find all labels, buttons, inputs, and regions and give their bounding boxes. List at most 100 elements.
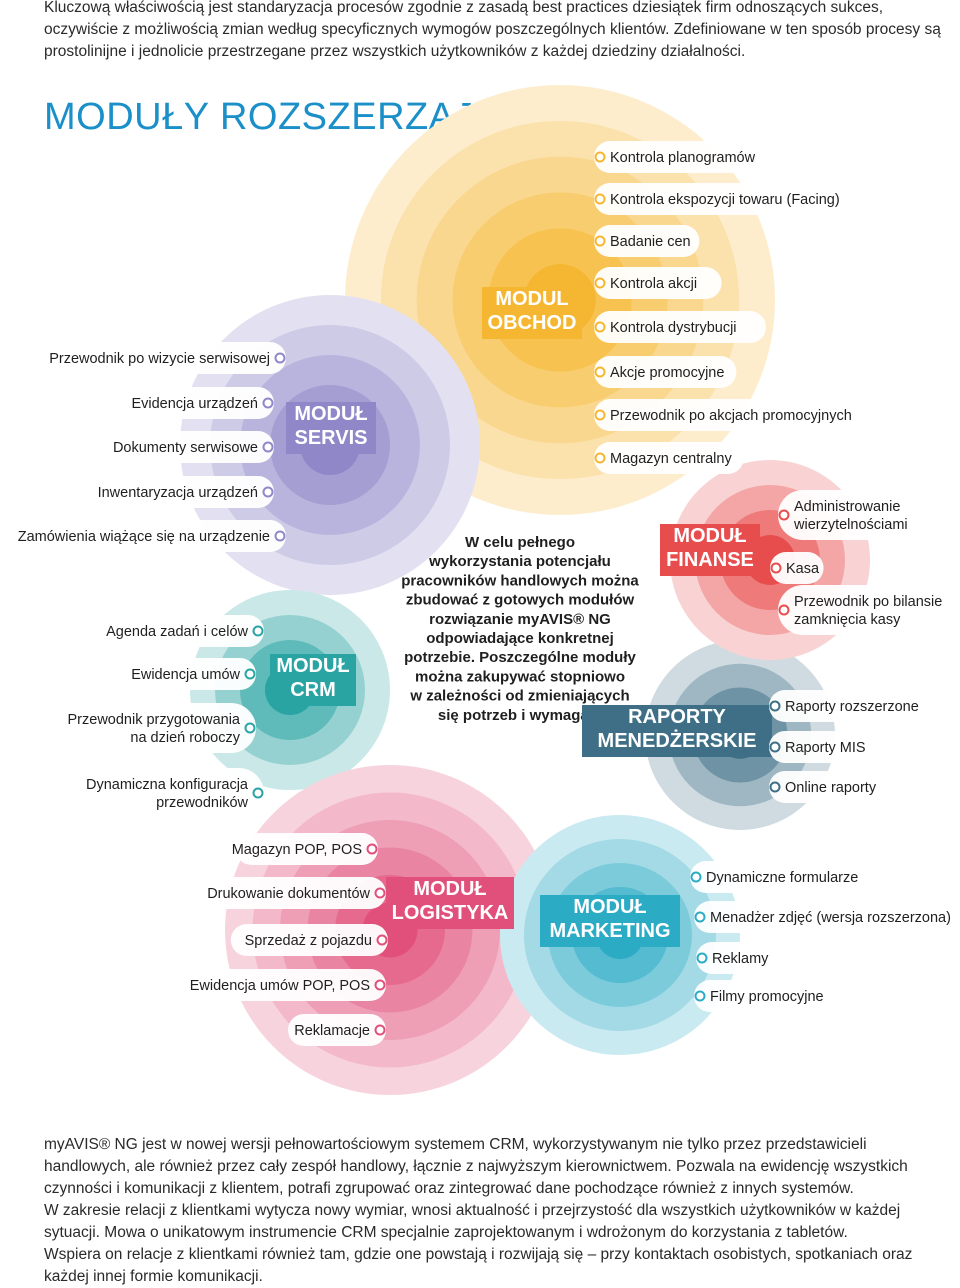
obchod-item-pill	[594, 267, 722, 299]
crm-item-label: Ewidencja umów	[131, 667, 240, 683]
obchod-item-dot	[594, 193, 606, 205]
marketing-item-label: Menadżer zdjęć (wersja rozszerzona)	[710, 910, 951, 926]
finanse-item-label: Przewodnik po bilansie	[794, 594, 942, 610]
obchod-item-dot	[594, 366, 606, 378]
marketing-item-pill	[694, 901, 960, 933]
crm-item[interactable]: Dynamiczna konfiguracja przewodników	[69, 768, 264, 818]
marketing-item[interactable]: Menadżer zdjęć (wersja rozszerzona)	[694, 901, 960, 933]
servis-item[interactable]: Inwentaryzacja urządzeń	[79, 476, 274, 508]
crm-title-bg	[270, 654, 356, 706]
crm-item-label: Agenda zadań i celów	[106, 624, 248, 640]
logistyka-item-label: Magazyn POP, POS	[232, 842, 362, 858]
marketing-item-dot	[690, 871, 702, 883]
logistyka-item-label: Reklamacje	[294, 1023, 370, 1039]
obchod-item[interactable]: Przewodnik po akcjach promocyjnych	[594, 399, 870, 431]
marketing-title-bg	[540, 895, 680, 947]
crm-item-dot	[244, 668, 256, 680]
servis-item-pill	[0, 520, 286, 552]
marketing-item-pill	[690, 861, 870, 893]
outro-paragraph-2: W zakresie relacji z klientkami wytycza …	[44, 1202, 901, 1241]
obchod-item[interactable]: Badanie cen	[594, 225, 700, 257]
raporty-item[interactable]: Online raporty	[769, 771, 897, 803]
obchod-item[interactable]: Kontrola akcji	[594, 267, 722, 299]
marketing-item-label: Dynamiczne formularze	[706, 870, 858, 886]
center-text-line: można zakupywać stopniowo	[415, 668, 625, 685]
logistyka-item-pill	[206, 877, 386, 909]
raporty-item-pill	[769, 731, 875, 763]
center-text-line: się potrzeb i wymagań.	[438, 707, 602, 724]
obchod-item-dot	[594, 277, 606, 289]
crm-item-label: Przewodnik przygotowania	[68, 712, 241, 728]
logistyka-item[interactable]: Ewidencja umów POP, POS	[190, 969, 386, 1001]
crm-item-pill	[128, 658, 256, 690]
servis-item-label: Dokumenty serwisowe	[113, 440, 258, 456]
marketing-item-label: Filmy promocyjne	[710, 989, 824, 1005]
finanse-item-pill	[778, 585, 960, 635]
marketing-item[interactable]: Dynamiczne formularze	[690, 861, 870, 893]
logistyka-item[interactable]: Sprzedaż z pojazdu	[230, 924, 388, 956]
obchod-item-pill	[594, 311, 766, 343]
marketing-item-dot	[694, 990, 706, 1002]
raporty-item[interactable]: Raporty MIS	[769, 731, 875, 763]
marketing-item[interactable]: Filmy promocyjne	[694, 980, 837, 1012]
raporty-item-label: Online raporty	[785, 780, 877, 796]
center-text-line: potrzebie. Poszczególne moduły	[404, 649, 636, 666]
obchod-item[interactable]: Kontrola planogramów	[594, 141, 766, 173]
raporty-title-line: RAPORTY	[628, 706, 726, 728]
servis-item[interactable]: Evidencja urządzeń	[116, 387, 274, 419]
crm-item-pill	[54, 703, 257, 753]
servis-item-pill	[25, 342, 286, 374]
logistyka-item-dot	[374, 1024, 386, 1036]
logistyka-item[interactable]: Drukowanie dokumentów	[206, 877, 386, 909]
obchod-item-label: Kontrola akcji	[610, 276, 697, 292]
servis-item-pill	[109, 431, 275, 463]
center-text-line: pracowników handlowych można	[401, 572, 639, 589]
crm-item-label: Dynamiczna konfiguracja	[86, 777, 249, 793]
logistyka-item-dot	[376, 934, 388, 946]
finanse-title-line: MODUŁ	[673, 525, 746, 547]
servis-item[interactable]: Przewodnik po wizycie serwisowej	[25, 342, 286, 374]
logistyka-item-label: Sprzedaż z pojazdu	[245, 933, 372, 949]
obchod-title-bg	[482, 287, 582, 339]
finanse-title-line: FINANSE	[666, 549, 754, 571]
obchod-item-pill	[594, 183, 877, 215]
center-text-line: W celu pełnego	[465, 534, 575, 551]
finanse-item-dot	[778, 604, 790, 616]
finanse-item-label: Kasa	[786, 561, 820, 577]
finanse-item-label: wierzytelnościami	[793, 517, 908, 533]
obchod-item[interactable]: Kontrola ekspozycji towaru (Facing)	[594, 183, 877, 215]
servis-title-line: MODUŁ	[294, 403, 367, 425]
outro-paragraph-3: Wspiera on relacje z klientkami również …	[44, 1246, 913, 1285]
crm-item[interactable]: Ewidencja umów	[128, 658, 256, 690]
logistyka-item-pill	[288, 1014, 386, 1046]
raporty-item[interactable]: Raporty rozszerzone	[769, 690, 934, 722]
crm-item-dot	[244, 722, 256, 734]
logistyka-item-label: Drukowanie dokumentów	[207, 886, 370, 902]
obchod-item-pill	[594, 399, 870, 431]
logistyka-item[interactable]: Magazyn POP, POS	[232, 833, 378, 865]
raporty-item-label: Raporty MIS	[785, 740, 866, 756]
crm-item-label: przewodników	[156, 795, 248, 811]
servis-item[interactable]: Dokumenty serwisowe	[109, 431, 275, 463]
servis-item[interactable]: Zamówienia wiążące się na urządzenie	[0, 520, 286, 552]
raporty-item-dot	[769, 700, 781, 712]
obchod-item-label: Kontrola dystrybucji	[610, 320, 737, 336]
servis-item-dot	[274, 530, 286, 542]
obchod-item[interactable]: Magazyn centralny	[594, 442, 744, 474]
obchod-item-pill	[594, 442, 744, 474]
finanse-item[interactable]: Kasa	[770, 552, 824, 584]
servis-title-bg	[286, 402, 376, 454]
obchod-item[interactable]: Kontrola dystrybucji	[594, 311, 766, 343]
servis-item-dot	[262, 486, 274, 498]
crm-item-dot	[252, 787, 264, 799]
logistyka-title-line: LOGISTYKA	[392, 902, 509, 924]
crm-item[interactable]: Agenda zadań i celów	[92, 615, 264, 647]
marketing-item[interactable]: Reklamy	[696, 942, 772, 974]
crm-title-line: CRM	[290, 679, 336, 701]
obchod-item[interactable]: Akcje promocyjne	[594, 356, 737, 388]
logistyka-item[interactable]: Reklamacje	[288, 1014, 386, 1046]
